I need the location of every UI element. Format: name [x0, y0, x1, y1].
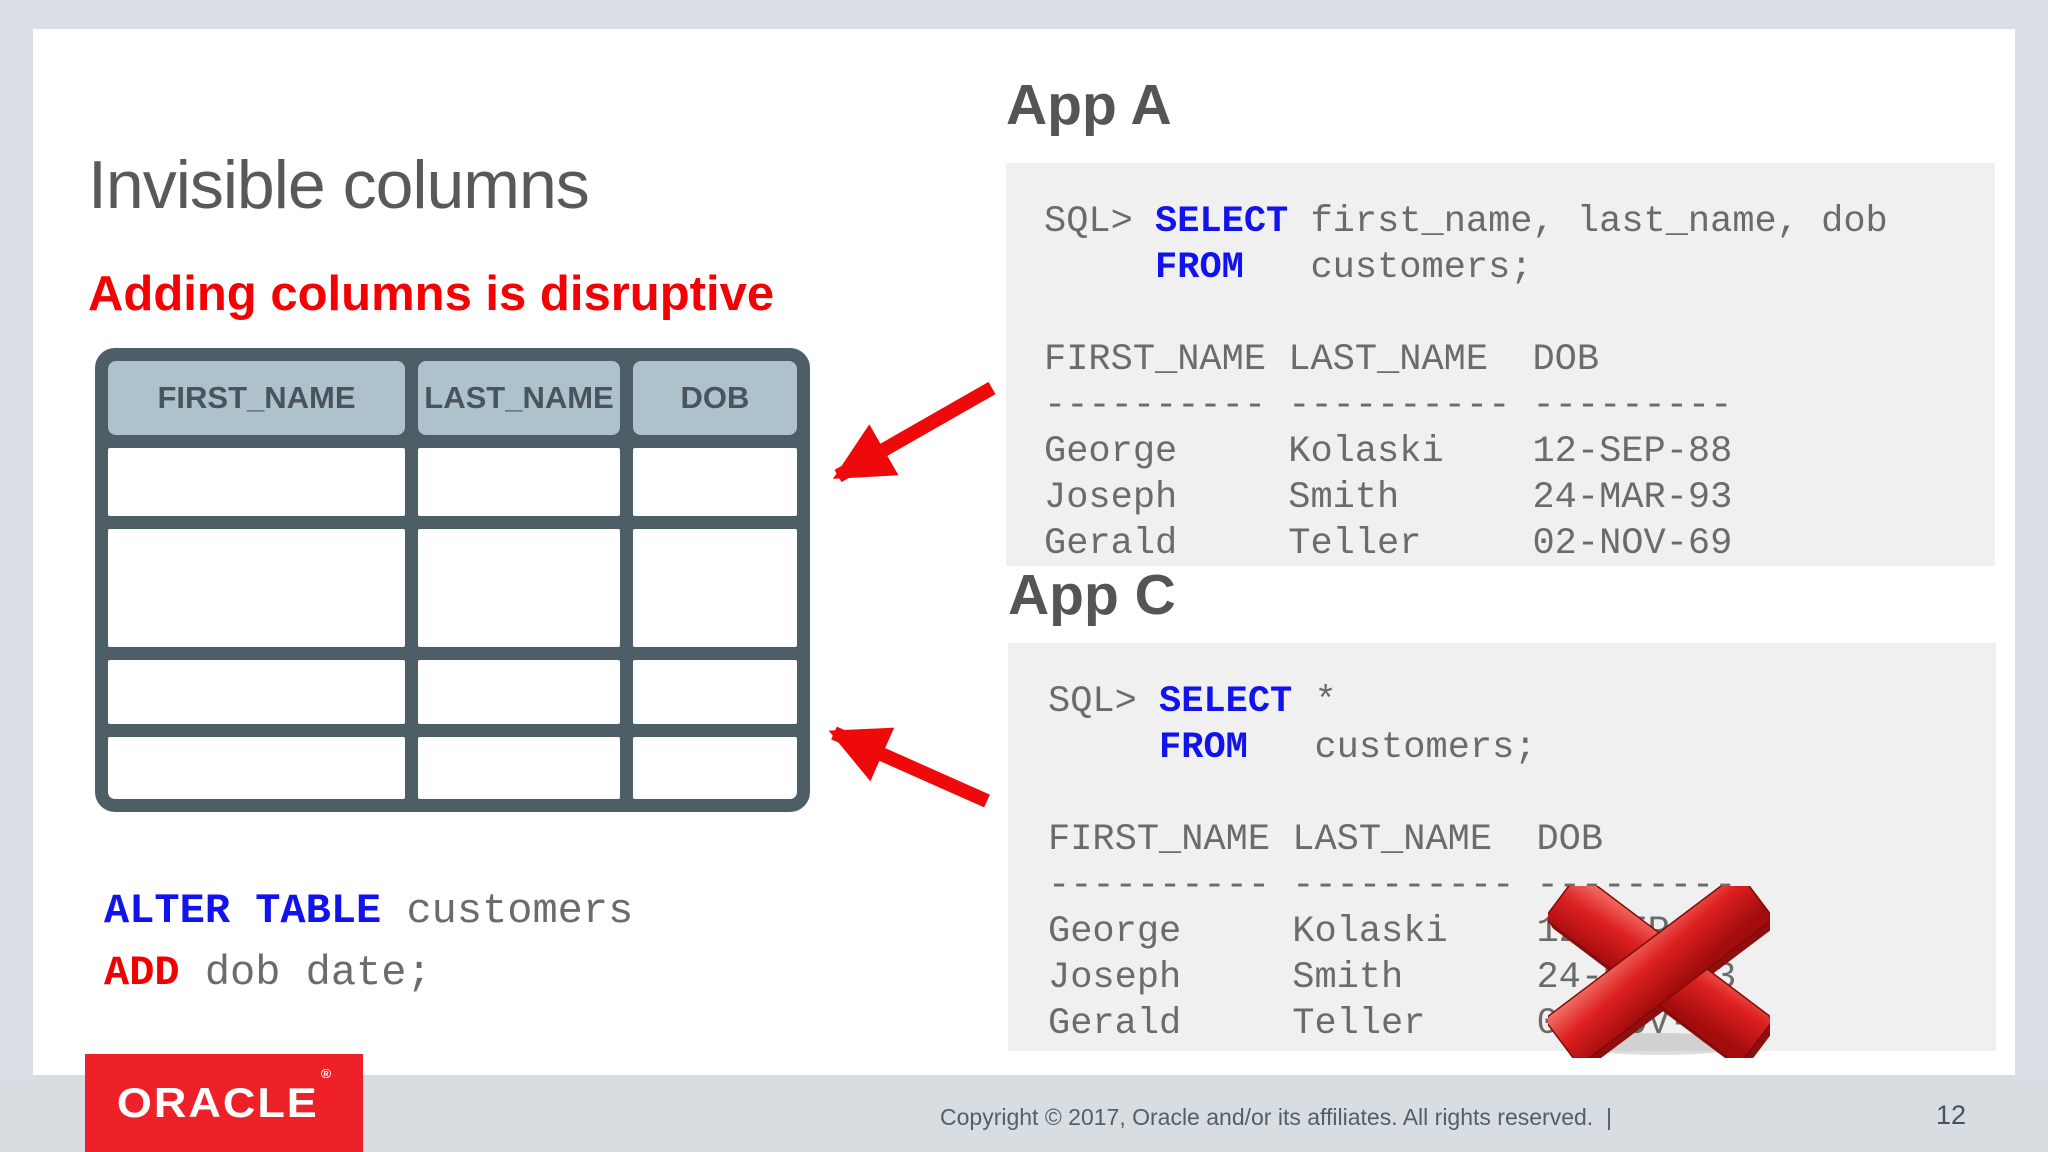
oracle-logo-text: ORACLE® [116, 1066, 334, 1126]
oracle-logo: ORACLE® [85, 1054, 363, 1152]
table-empty-cell [108, 660, 405, 724]
code-line: Gerald Teller 02-NOV-69 [1044, 523, 1733, 565]
table-empty-cell [633, 529, 797, 647]
table-empty-cell [418, 660, 620, 724]
table-empty-cell [108, 737, 405, 799]
code-line [1044, 291, 1995, 337]
app-a-code-block: SQL> SELECT first_name, last_name, dob F… [1006, 163, 1995, 566]
registered-mark: ® [320, 1066, 334, 1081]
table-empty-cell [633, 737, 797, 799]
code-line: ADD dob date; [104, 949, 432, 997]
code-line: SQL> SELECT * [1048, 681, 1337, 723]
table-header-last-name: LAST_NAME [418, 361, 620, 435]
code-line: ---------- ---------- --------- [1048, 865, 1737, 907]
app-c-code-block: SQL> SELECT * FROM customers; FIRST_NAME … [1008, 643, 1996, 1051]
code-line: George Kolaski 12-SEP-88 [1044, 431, 1733, 473]
table-empty-cell [633, 660, 797, 724]
table-empty-cell [633, 448, 797, 516]
table-empty-cell [108, 448, 405, 516]
app-c-label: App C [1008, 563, 1176, 627]
app-a-label: App A [1006, 73, 1172, 137]
rejected-x-icon [1548, 886, 1770, 1058]
code-line [1048, 771, 1996, 817]
code-line: SQL> SELECT first_name, last_name, dob [1044, 201, 1888, 243]
table-empty-cell [418, 529, 620, 647]
diagram-table: FIRST_NAME LAST_NAME DOB [95, 348, 810, 812]
page-number: 12 [1936, 1100, 1967, 1130]
code-line: ---------- ---------- --------- [1044, 385, 1733, 427]
code-line: Joseph Smith 24-MAR-93 [1048, 957, 1737, 999]
code-line: FIRST_NAME LAST_NAME DOB [1044, 339, 1600, 381]
table-empty-cell [418, 737, 620, 799]
code-line: FIRST_NAME LAST_NAME DOB [1048, 819, 1604, 861]
table-empty-cell [418, 448, 620, 516]
code-line: FROM customers; [1155, 247, 1533, 289]
page-title: Invisible columns [88, 147, 590, 223]
code-line: Gerald Teller 02-NOV-69 [1048, 1003, 1737, 1045]
table-empty-cell [108, 529, 405, 647]
code-line: Joseph Smith 24-MAR-93 [1044, 477, 1733, 519]
page-subtitle: Adding columns is disruptive [88, 267, 775, 321]
code-line: George Kolaski 12-SEP-88 [1048, 911, 1737, 953]
code-line: ALTER TABLE customers [104, 887, 634, 935]
code-line: FROM customers; [1159, 727, 1537, 769]
footer-copyright: Copyright © 2017, Oracle and/or its affi… [940, 1104, 1612, 1130]
table-header-dob: DOB [633, 361, 797, 435]
table-header-first-name: FIRST_NAME [108, 361, 405, 435]
